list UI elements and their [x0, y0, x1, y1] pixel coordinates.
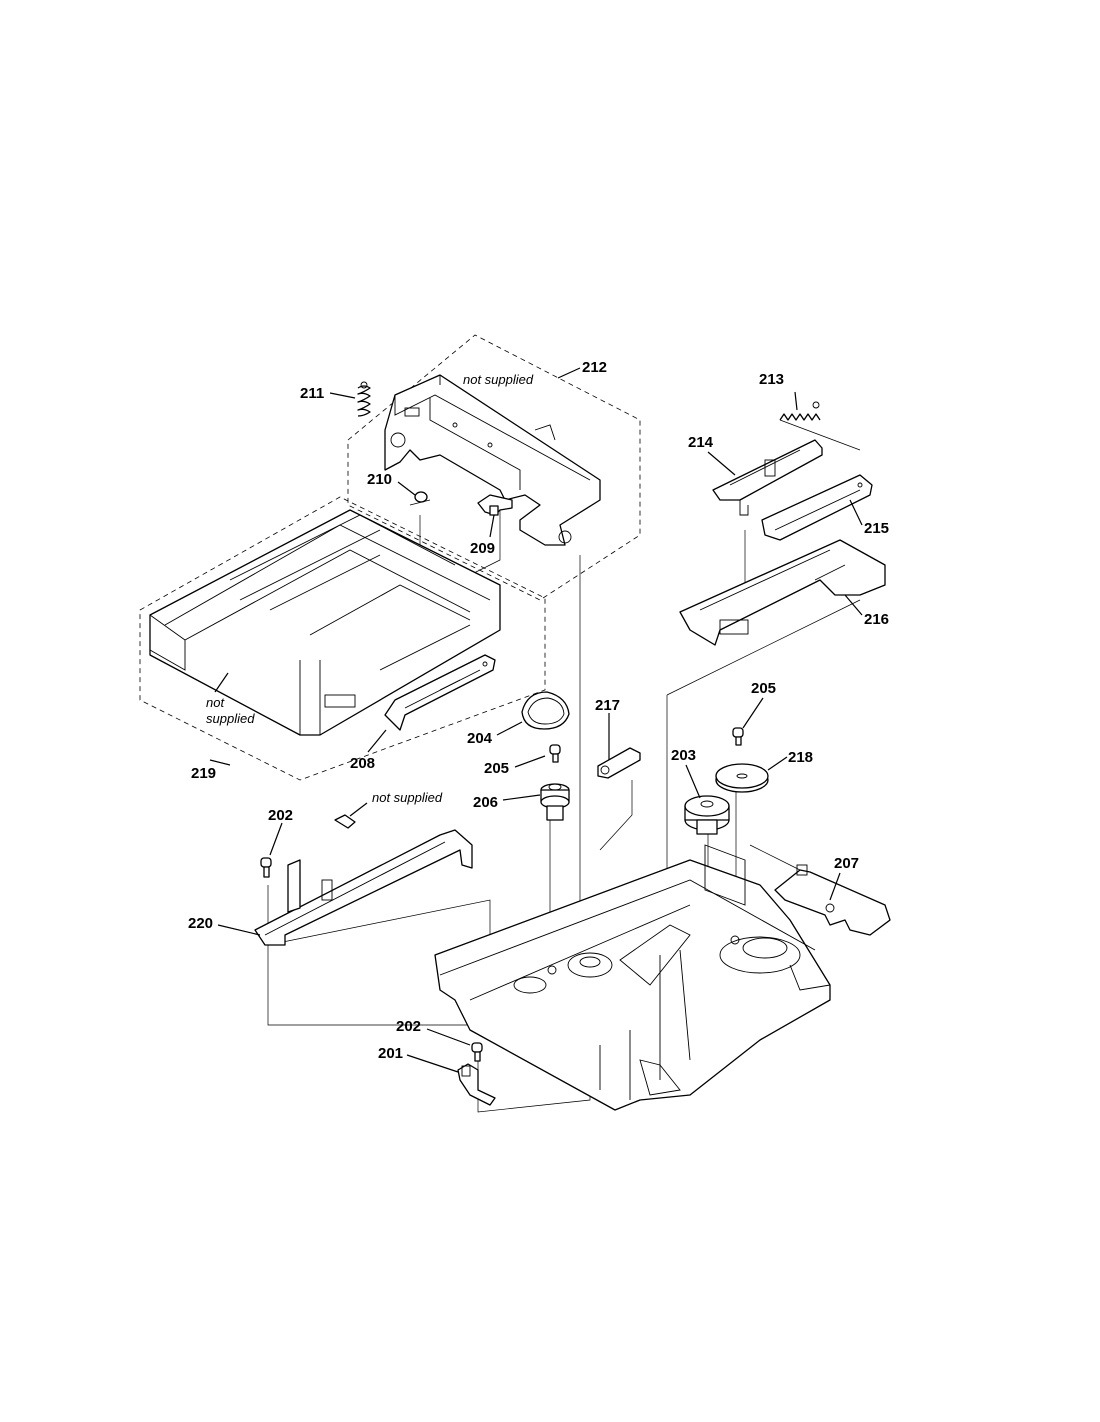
part-213-spring	[779, 401, 821, 421]
notes: not supplied not supplied not supplied	[206, 372, 534, 805]
assembly-boundary-219	[139, 496, 546, 781]
note-not-supplied-219-line1: not	[206, 695, 225, 710]
part-218-gear	[715, 763, 769, 793]
label-206: 206	[473, 794, 498, 811]
part-203-pulley	[684, 795, 730, 835]
label-205-right: 205	[751, 680, 776, 697]
part-217-lever	[597, 747, 641, 779]
part-214-slider	[712, 439, 823, 516]
label-201: 201	[378, 1045, 403, 1062]
label-208: 208	[350, 755, 375, 772]
label-203: 203	[671, 747, 696, 764]
part-202-screw-bottom	[471, 1042, 483, 1062]
label-217: 217	[595, 697, 620, 714]
part-219-tray	[149, 509, 501, 736]
label-204: 204	[467, 730, 493, 747]
part-220-bracket	[254, 829, 473, 946]
label-207: 207	[834, 855, 859, 872]
label-213: 213	[759, 371, 784, 388]
part-220-clip-not-supplied	[334, 814, 356, 829]
part-211-spring	[357, 381, 371, 417]
label-205-left: 205	[484, 760, 509, 777]
part-215-rail	[761, 474, 873, 541]
label-210: 210	[367, 471, 392, 488]
part-216-slide-base	[679, 539, 886, 646]
part-208-slide-plate	[384, 654, 496, 731]
part-205-screw-right	[732, 727, 744, 746]
label-209: 209	[470, 540, 495, 557]
label-220: 220	[188, 915, 213, 932]
label-214: 214	[688, 434, 714, 451]
leader-lines	[209, 367, 863, 1073]
label-215: 215	[864, 520, 889, 537]
note-not-supplied-219-line2: supplied	[206, 711, 255, 726]
note-not-supplied-220: not supplied	[372, 790, 443, 805]
assembly-boundary-212	[347, 334, 641, 601]
part-labels: 211 210 212 209 213 214 215 216 219 208 …	[188, 359, 889, 1062]
label-219: 219	[191, 765, 216, 782]
part-206-gear	[540, 783, 570, 821]
part-202-screw-left	[260, 857, 272, 878]
note-not-supplied-212: not supplied	[463, 372, 534, 387]
part-207-bracket	[774, 864, 891, 936]
part-212-bracket	[384, 374, 601, 546]
part-210-pin	[409, 491, 431, 506]
part-201-lever	[457, 1063, 496, 1106]
main-chassis	[434, 844, 831, 1111]
label-218: 218	[788, 749, 813, 766]
label-202-top: 202	[268, 807, 293, 824]
label-212: 212	[582, 359, 607, 376]
label-216: 216	[864, 611, 889, 628]
part-204-belt	[521, 691, 570, 730]
label-202-bottom: 202	[396, 1018, 421, 1035]
label-211: 211	[300, 385, 324, 402]
part-205-screw-left	[549, 744, 561, 763]
